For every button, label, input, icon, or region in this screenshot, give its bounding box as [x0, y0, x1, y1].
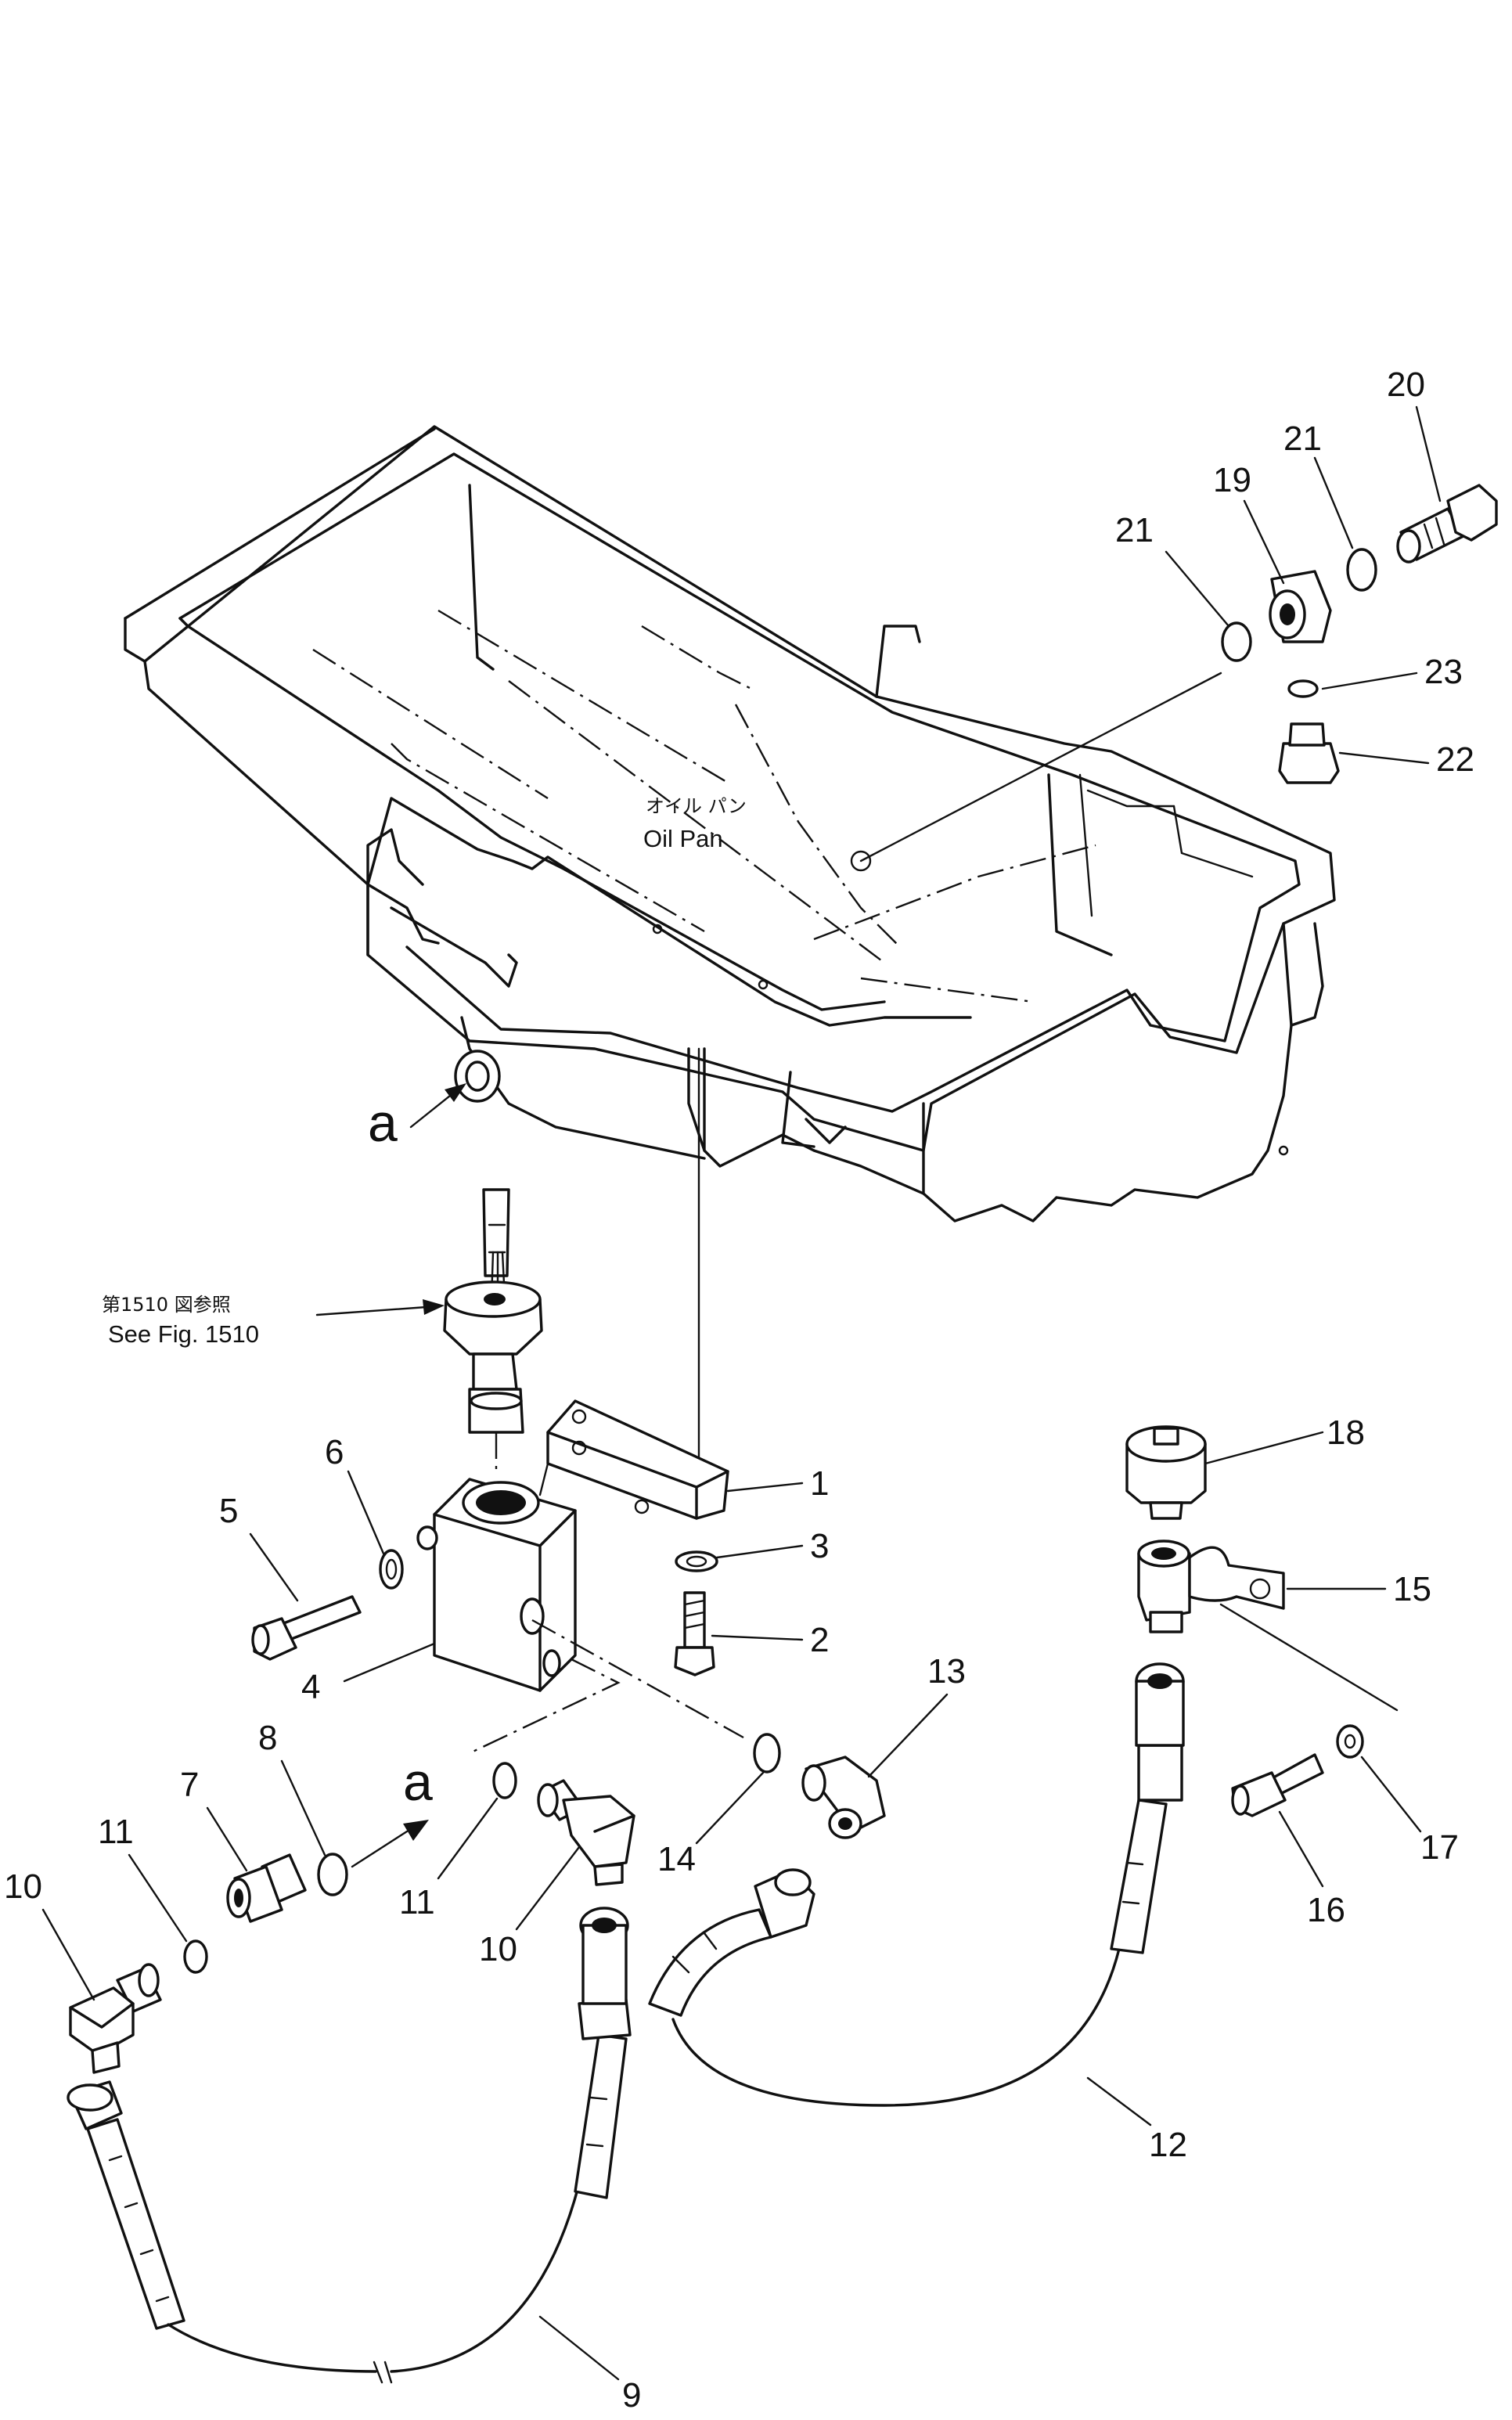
callout-13: 13	[927, 1652, 966, 1691]
callout-14: 14	[657, 1840, 696, 1878]
part-15-clamp	[1137, 1540, 1285, 1633]
oil-pan-jp-label: オイル パン	[646, 795, 747, 817]
callout-20: 20	[1387, 366, 1425, 404]
callout-6: 6	[325, 1433, 344, 1471]
callout-22: 22	[1436, 740, 1474, 779]
part-22-plug	[1278, 722, 1340, 784]
callout-5: 5	[219, 1492, 238, 1530]
callout-2: 2	[810, 1621, 829, 1659]
part-10-elbow-mid	[537, 1779, 635, 1886]
callout-12: 12	[1149, 2126, 1187, 2164]
see-fig-jp-label: 第1510 図参照	[102, 1294, 231, 1316]
callout-3: 3	[810, 1527, 829, 1565]
callout-9: 9	[622, 2376, 641, 2415]
callout-10-left: 10	[4, 1867, 42, 1906]
oil-pan	[124, 425, 1336, 1223]
callout-15: 15	[1393, 1570, 1431, 1608]
part-1-bracket	[546, 1399, 729, 1520]
part-10-elbow-left	[69, 1963, 162, 2074]
part-18-switch	[1125, 1425, 1207, 1520]
part-11-oring-left	[183, 1939, 208, 1974]
see-fig-label: See Fig. 1510	[108, 1320, 259, 1348]
callout-8: 8	[258, 1719, 277, 1757]
callout-10-mid: 10	[479, 1930, 517, 1968]
part-11-oring-mid	[492, 1762, 517, 1799]
part-20-banjo-bolt	[1396, 484, 1498, 564]
callout-4: 4	[301, 1668, 320, 1706]
callout-19: 19	[1213, 461, 1251, 499]
sensor-see-fig-1510	[443, 1188, 543, 1434]
part-16-bolt	[1231, 1753, 1324, 1817]
callout-11-left: 11	[98, 1813, 134, 1851]
callout-17: 17	[1420, 1828, 1459, 1867]
part-3-washer	[675, 1550, 718, 1572]
part-14-oring	[753, 1733, 781, 1774]
callout-7: 7	[180, 1766, 199, 1804]
callout-11-mid: 11	[399, 1883, 435, 1921]
part-6-washer	[379, 1549, 404, 1590]
callout-16: 16	[1307, 1891, 1345, 1929]
part-21-oring-upper	[1346, 548, 1377, 592]
part-21-oring-lower	[1221, 621, 1252, 662]
part-9-hose	[67, 1907, 632, 2384]
part-13-banjo	[801, 1756, 886, 1839]
part-5-bolt	[251, 1595, 362, 1661]
part-23-washer	[1287, 679, 1319, 698]
part-12-hose	[648, 1662, 1185, 2107]
callout-1: 1	[810, 1464, 829, 1503]
oil-pan-label: Oil Pan	[643, 825, 723, 852]
callout-18: 18	[1327, 1413, 1365, 1452]
leader-pan-to-21	[859, 672, 1222, 862]
part-7-adapter	[226, 1853, 307, 1923]
callout-21-upper: 21	[1283, 420, 1322, 458]
callout-23: 23	[1424, 653, 1463, 691]
view-a-label-mid: a	[403, 1752, 433, 1812]
view-a-label-top: a	[368, 1093, 398, 1153]
part-19-banjo	[1269, 570, 1332, 643]
callout-21-lower: 21	[1115, 511, 1154, 549]
part-8-oring	[317, 1853, 348, 1896]
part-4-valve-block	[416, 1478, 577, 1692]
part-2-bolt	[674, 1591, 715, 1676]
part-17-washer	[1336, 1724, 1364, 1759]
